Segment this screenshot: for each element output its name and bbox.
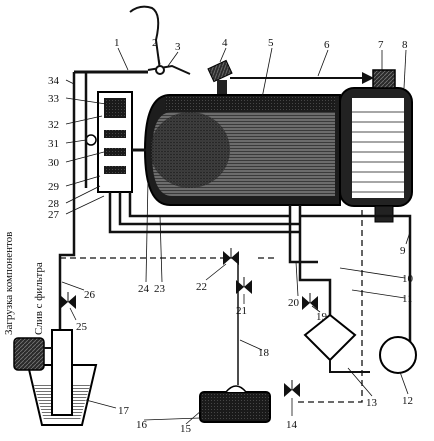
left-pipes: [58, 72, 300, 400]
callout-15: 15: [180, 423, 192, 435]
valve-22: [223, 248, 239, 265]
callout-34: 34: [48, 75, 60, 87]
valve-19: [302, 293, 318, 310]
pump: [379, 336, 417, 374]
callout-25: 25: [76, 321, 88, 333]
callout-1: 1: [114, 37, 120, 49]
callout-19: 19: [316, 311, 328, 323]
callout-12: 12: [402, 395, 413, 407]
callout-17: 17: [118, 405, 130, 417]
callout-26: 26: [84, 289, 96, 301]
loading-hatch: [207, 59, 233, 94]
callout-24: 24: [138, 283, 150, 295]
callout-8: 8: [402, 39, 408, 51]
valve-14: [284, 380, 300, 397]
callout-22: 22: [196, 281, 207, 293]
callout-20: 20: [288, 297, 300, 309]
callout-28: 28: [48, 198, 60, 210]
mixing-funnel: [13, 329, 98, 426]
filter: [303, 313, 370, 373]
callout-13: 13: [366, 397, 378, 409]
callout-23: 23: [154, 283, 166, 295]
callout-32: 32: [48, 119, 59, 131]
callout-29: 29: [48, 181, 60, 193]
callout-7: 7: [378, 39, 384, 51]
callout-33: 33: [48, 93, 60, 105]
label-loading-components: Загрузка компонентов: [3, 232, 15, 335]
callout-14: 14: [286, 419, 298, 431]
reactor-vessel: [143, 94, 341, 206]
callout-2: 2: [152, 37, 158, 49]
callout-9: 9: [400, 245, 406, 257]
hoist-hook: [129, 5, 191, 75]
callout-3: 3: [175, 41, 181, 53]
callout-10: 10: [402, 273, 414, 285]
callout-31: 31: [48, 138, 59, 150]
callout-4: 4: [222, 37, 228, 49]
valve-25: [60, 292, 76, 309]
right-pipes: [288, 205, 412, 348]
condenser-drum: [339, 69, 413, 223]
label-filter-drain: Слив с фильтра: [33, 262, 45, 335]
callout-16: 16: [136, 419, 148, 431]
callout-numbers: 1 2 3 4 5 6 7 8 9 10 11 12 13 14 15 16 1…: [48, 37, 414, 435]
callout-18: 18: [258, 347, 270, 359]
callout-5: 5: [268, 37, 274, 49]
callout-27: 27: [48, 209, 60, 221]
valve-21: [236, 277, 252, 294]
callout-11: 11: [402, 293, 413, 305]
dashed-lines: [60, 210, 363, 403]
leader-lines: [61, 47, 411, 425]
tank: [199, 385, 271, 423]
callout-6: 6: [324, 39, 330, 51]
callout-21: 21: [236, 305, 247, 317]
control-block: [85, 91, 146, 193]
callout-30: 30: [48, 157, 60, 169]
